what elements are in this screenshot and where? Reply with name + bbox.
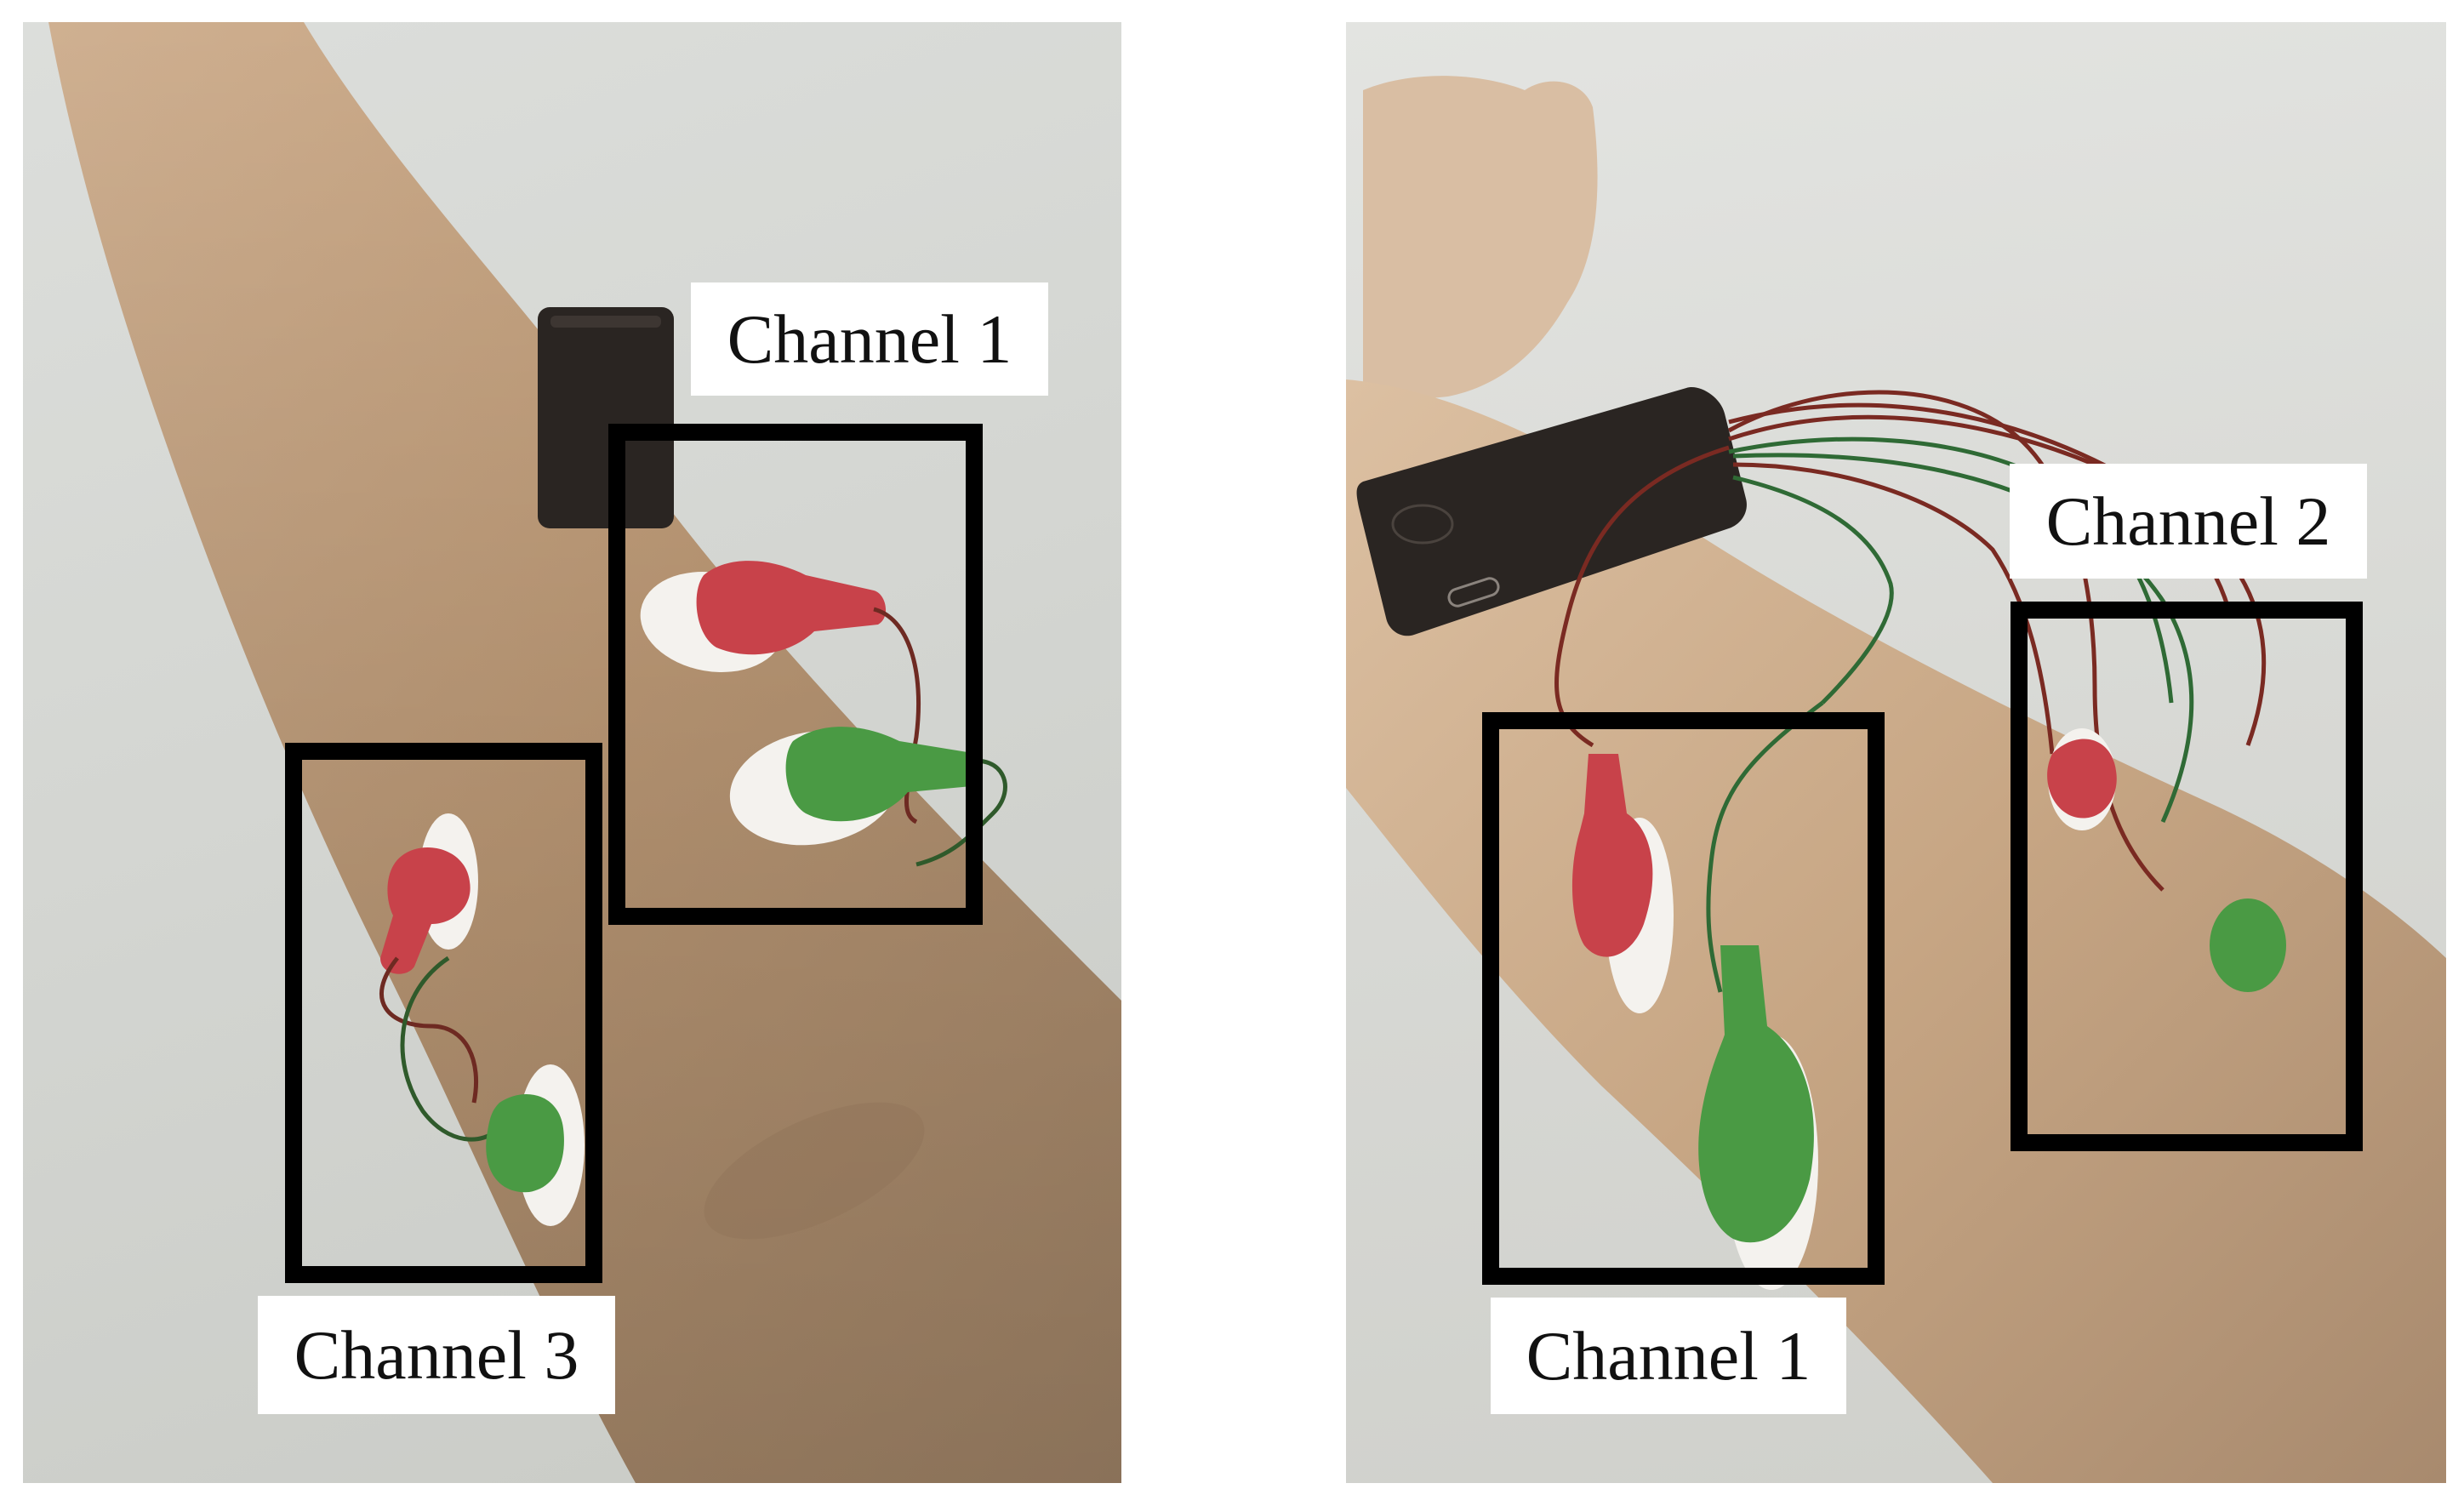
green-electrode-snap [1698,945,1814,1243]
channel-1-right-box [1482,712,1885,1285]
channel-3-left-box [285,743,602,1283]
right-photo-illustration [1346,76,2446,1483]
forearm [1346,379,2446,1483]
emg-device [538,307,674,528]
emg-device [1356,387,1747,636]
right-photo-panel [1346,22,2446,1483]
channel-1-left-box [608,424,983,925]
red-electrode-snap [2047,739,2117,819]
red-electrode-snap [380,847,471,974]
green-electrode-snap [2210,898,2286,992]
usb-port [1447,577,1500,608]
channel-1-right-label: Channel 1 [1491,1298,1846,1414]
channel-1-left-label: Channel 1 [691,282,1048,396]
channel-2-right-box [2011,602,2363,1151]
channel-2-right-label: Channel 2 [2010,464,2367,579]
channel-3-left-label: Channel 3 [258,1296,615,1414]
green-electrode-snap [486,1094,564,1193]
red-electrode-snap [1571,754,1653,957]
red-electrode-snap [696,561,887,655]
fist [1363,76,1598,405]
green-electrode-snap [785,727,980,822]
